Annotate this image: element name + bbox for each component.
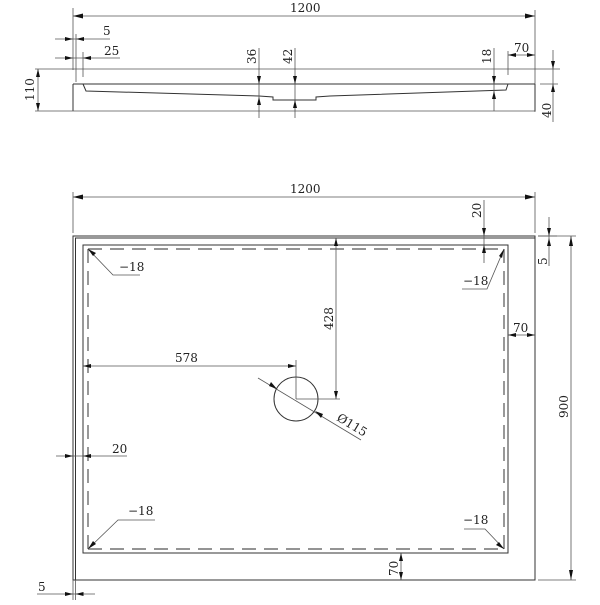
plan-length-label: 1200 [290, 182, 321, 196]
corner-level-bottom-right: −18 [463, 513, 505, 550]
arrow-icon [551, 61, 555, 69]
plan-left-flange-label: 20 [112, 442, 127, 456]
section-slope-depth-dimension: 18 [480, 48, 496, 111]
arrow-icon [527, 333, 535, 337]
arrow-icon [525, 194, 535, 200]
drain-x-offset-label: 578 [175, 351, 198, 365]
drain-diameter-label: Ø115 [334, 411, 369, 440]
arrow-icon [293, 76, 297, 84]
arrow-icon [334, 238, 338, 246]
arrow-icon [399, 572, 403, 580]
arrow-icon [88, 541, 96, 549]
arrow-icon [525, 13, 535, 19]
corner-level-bottom-left: −18 [87, 504, 155, 550]
tray-outline [72, 235, 536, 581]
section-rim-offset-dimension: 5 [55, 24, 111, 82]
arrow-icon [293, 100, 297, 108]
plan-width-label: 900 [557, 395, 571, 418]
corner-level-bottom-left-label: −18 [128, 504, 153, 518]
arrow-icon [569, 570, 573, 580]
plan-right-offset-label: 5 [536, 257, 550, 265]
arrow-icon [36, 69, 40, 77]
arrow-icon [65, 56, 73, 60]
arrow-icon [73, 13, 83, 19]
plan-left-flange-dimension: 20 [56, 442, 127, 458]
plan-bottom-flange-label: 70 [387, 561, 401, 576]
section-height-label: 110 [23, 78, 37, 101]
arrow-icon [482, 245, 486, 253]
arrow-icon [334, 391, 338, 399]
corner-level-top-right-label: −18 [463, 274, 488, 288]
arrow-icon [551, 84, 555, 92]
arrow-icon [527, 53, 535, 57]
section-height-dimension: 110 [23, 69, 40, 111]
section-rim-offset-label: 5 [103, 24, 111, 38]
section-rim-height-label: 40 [540, 103, 554, 118]
plan-view: 1200 20 5 [37, 182, 576, 600]
section-rim-height-dimension: 40 [540, 50, 558, 122]
section-slope-depth-label: 18 [480, 49, 494, 64]
section-rim-inset-left-dimension: 25 [55, 44, 120, 77]
plan-top-flange-dimension: 20 [470, 200, 486, 263]
plan-right-flange-dimension: 70 [508, 321, 535, 337]
arrow-icon [65, 454, 73, 458]
section-length-label: 1200 [290, 1, 321, 15]
arrow-icon [499, 249, 504, 258]
drain-y-offset-label: 428 [322, 307, 336, 330]
arrow-icon [73, 194, 83, 200]
corner-level-top-left-label: −18 [119, 260, 144, 274]
arrow-icon [269, 382, 277, 389]
plan-bottom-left-offset-dimension: 5 [37, 580, 95, 600]
arrow-icon [482, 228, 486, 236]
section-drain-depth-left-dimension: 36 [245, 48, 261, 118]
section-profile [35, 68, 560, 112]
corner-level-bottom-right-label: −18 [463, 513, 488, 527]
arrow-icon [288, 364, 296, 368]
arrow-icon [83, 364, 91, 368]
arrow-icon [496, 542, 504, 549]
section-drain-depth-right-dimension: 42 [281, 48, 297, 118]
plan-right-flange-label: 70 [513, 321, 528, 335]
section-length-dimension: 1200 [72, 1, 536, 112]
arrow-icon [75, 592, 84, 596]
plan-right-offset-dimension: 5 [536, 217, 557, 266]
arrow-icon [88, 249, 96, 256]
plan-bottom-flange-dimension: 70 [387, 553, 403, 580]
section-rim-inset-right-dimension: 70 [507, 41, 535, 75]
arrow-icon [508, 53, 516, 57]
arrow-icon [83, 56, 91, 60]
arrow-icon [492, 91, 496, 99]
arrow-icon [315, 411, 323, 418]
arrow-icon [569, 236, 573, 246]
arrow-icon [76, 37, 84, 41]
arrow-icon [399, 553, 403, 561]
arrow-icon [36, 103, 40, 111]
arrow-icon [547, 228, 551, 236]
arrow-icon [65, 592, 73, 596]
section-rim-inset-right-label: 70 [514, 41, 529, 55]
arrow-icon [492, 76, 496, 84]
corner-level-top-left: −18 [87, 248, 144, 276]
corner-level-top-right: −18 [462, 248, 505, 290]
arrow-icon [508, 333, 516, 337]
section-drain-depth-left-label: 36 [245, 49, 259, 64]
plan-width-dimension: 900 [538, 235, 576, 581]
section-drain-depth-right-label: 42 [281, 49, 295, 64]
arrow-icon [547, 238, 551, 246]
arrow-icon [257, 76, 261, 84]
arrow-icon [65, 37, 73, 41]
section-view: 1200 5 25 [23, 1, 560, 122]
arrow-icon [257, 97, 261, 105]
tray-inner-dashed-outline [87, 248, 505, 550]
plan-length-dimension: 1200 [72, 182, 536, 233]
section-rim-inset-left-label: 25 [104, 44, 119, 58]
arrow-icon [83, 454, 91, 458]
plan-bottom-left-offset-label: 5 [38, 580, 46, 594]
plan-top-flange-label: 20 [470, 203, 484, 218]
